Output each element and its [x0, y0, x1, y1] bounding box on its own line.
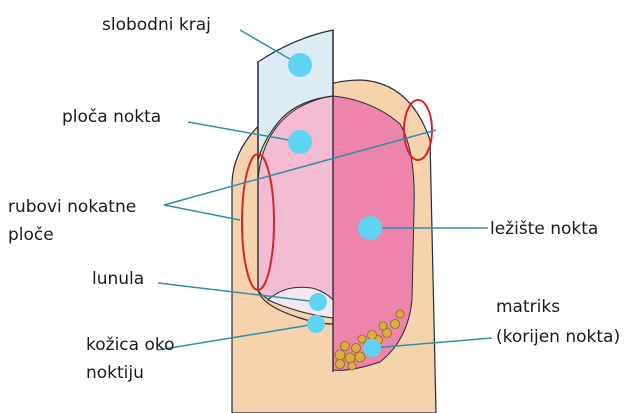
- label-matrix-line1: matriks: [496, 297, 560, 317]
- leader-edges-left: [164, 205, 240, 220]
- label-lunula: lunula: [92, 269, 144, 289]
- label-cuticle-line2: noktiju: [86, 363, 144, 383]
- label-cuticle-line1: kožica oko: [86, 335, 175, 355]
- marker-nail-bed: [358, 216, 382, 240]
- label-matrix-line2: (korijen nokta): [496, 327, 620, 347]
- label-free-edge: slobodni kraj: [102, 15, 211, 35]
- marker-cuticle: [307, 315, 325, 333]
- label-nail-plate: ploča nokta: [62, 107, 161, 127]
- marker-nail-plate: [288, 130, 312, 154]
- marker-free-edge: [288, 53, 312, 77]
- label-plate-edges-line1: rubovi nokatne: [8, 197, 136, 217]
- marker-matrix: [363, 339, 381, 357]
- label-nail-bed: ležište nokta: [490, 219, 598, 239]
- label-plate-edges-line2: ploče: [8, 225, 54, 245]
- marker-lunula: [309, 293, 327, 311]
